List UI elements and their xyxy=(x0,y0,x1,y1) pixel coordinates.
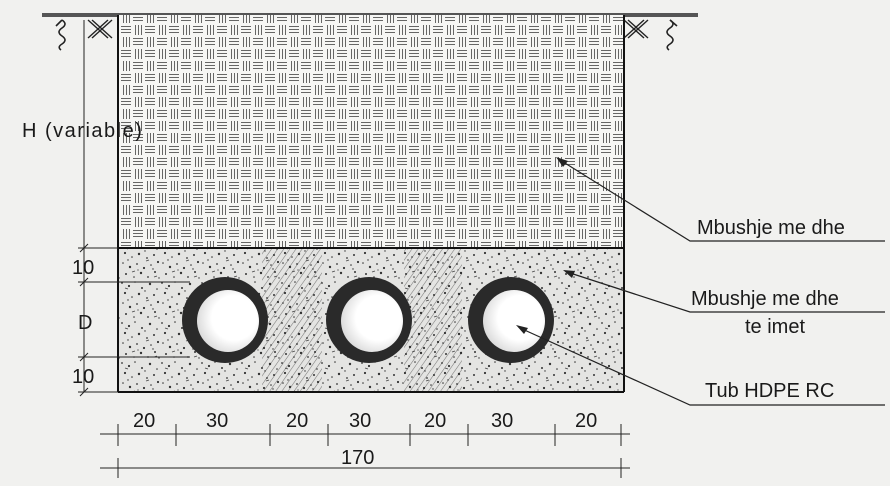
trench-outline xyxy=(117,15,625,393)
segment-dim: 30 xyxy=(349,410,371,432)
segment-dim: 30 xyxy=(206,410,228,432)
pipe xyxy=(468,277,554,363)
bottom-cover-dim: 10 xyxy=(72,366,94,388)
label-fill-bottom-line2: te imet xyxy=(745,316,805,338)
segment-dim: 20 xyxy=(424,410,446,432)
total-dimension-line xyxy=(100,458,630,478)
leader-arrowheads xyxy=(516,157,575,334)
vertical-dimension xyxy=(78,20,190,397)
height-label: H (variable) xyxy=(22,120,143,142)
label-pipe: Tub HDPE RC xyxy=(705,380,834,402)
segment-dim: 20 xyxy=(286,410,308,432)
segment-dim: 20 xyxy=(133,410,155,432)
top-cover-dim: 10 xyxy=(72,257,94,279)
ground-symbol-right-icon xyxy=(666,19,678,51)
pipe xyxy=(326,277,412,363)
label-fill-top: Mbushje me dhe xyxy=(697,217,845,239)
segment-dim: 30 xyxy=(491,410,513,432)
pipe xyxy=(182,277,268,363)
hatch-cross-left-icon xyxy=(87,19,113,39)
total-width-dim: 170 xyxy=(341,447,374,469)
upper-backfill xyxy=(118,15,624,248)
hatch-cross-right-icon xyxy=(623,19,649,39)
bedding-hatch-right xyxy=(404,248,462,392)
leader-lines xyxy=(519,159,885,406)
ground-symbol-left-icon xyxy=(55,19,66,51)
label-fill-bottom-line1: Mbushje me dhe xyxy=(691,288,839,310)
bedding-hatch-left xyxy=(262,248,322,392)
segment-dimension-line xyxy=(100,424,630,446)
segment-dim: 20 xyxy=(575,410,597,432)
pipe-diameter-dim: D xyxy=(78,312,92,334)
